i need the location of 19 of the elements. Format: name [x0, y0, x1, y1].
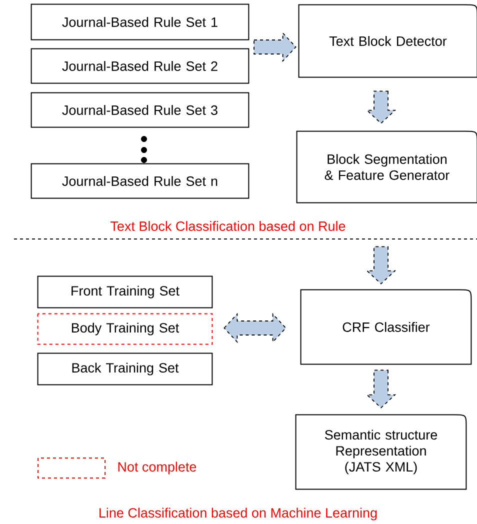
legend-text: Not complete: [118, 462, 196, 474]
process-box: CRF Classifier: [300, 289, 472, 365]
rule-set-box: Journal-Based Rule Set 2: [30, 48, 250, 84]
section-caption: Text Block Classification based on Rule: [110, 221, 346, 231]
block-arrow: [366, 370, 396, 408]
block-arrow: [224, 312, 286, 344]
block-arrow: [254, 32, 296, 62]
training-set-box: Back Training Set: [37, 352, 213, 386]
output-box: Semantic structure Representation (JATS XML): [295, 414, 467, 490]
training-set-box: Front Training Set: [37, 276, 213, 308]
block-arrow: [366, 90, 396, 124]
rule-set-box: Journal-Based Rule Set 1: [30, 4, 250, 40]
block-arrow: [366, 246, 396, 284]
rule-set-box: Journal-Based Rule Set n: [30, 163, 250, 199]
section-caption: Line Classification based on Machine Learning: [100, 508, 377, 520]
training-set-box: Body Training Set: [37, 313, 213, 345]
process-box: Block Segmentation & Feature Generator: [296, 130, 477, 204]
rule-set-box: Journal-Based Rule Set 3: [30, 92, 250, 128]
process-box: Text Block Detector: [298, 4, 477, 78]
